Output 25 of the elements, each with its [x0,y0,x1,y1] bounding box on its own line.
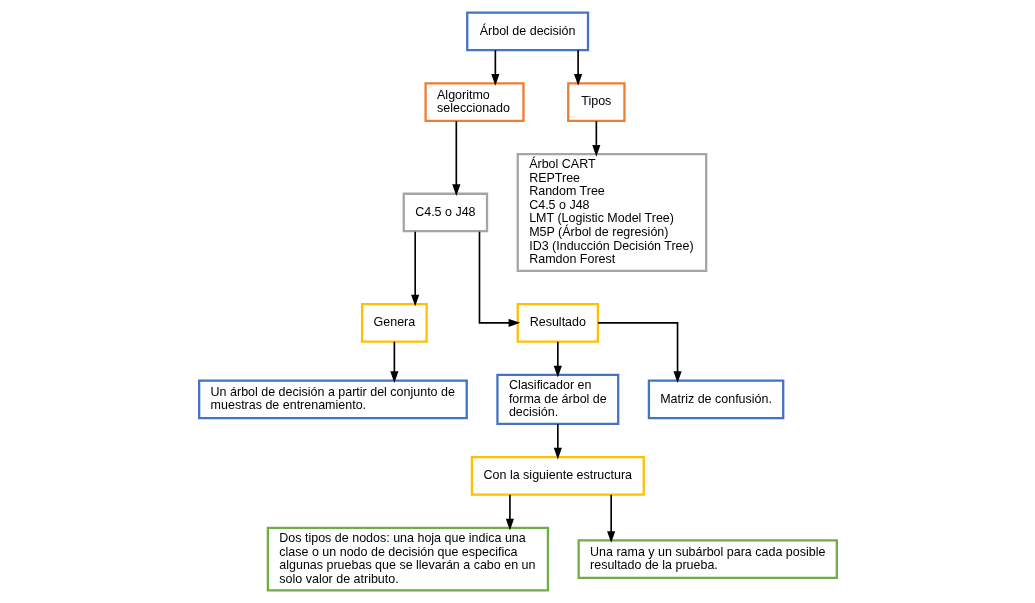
arrow [410,230,419,307]
node-box: Resultado [516,302,599,343]
node-box: Tipos [566,82,626,122]
node-box: Matriz de confusión. [647,379,784,420]
arrow [606,493,615,543]
node-box: Un árbol de decisión a partir del conjunto de muestras de entrenamiento. [197,379,468,420]
node-box: Algoritmo seleccionado [423,82,525,122]
arrow [505,493,514,531]
node-box: Árbol de decisión [465,11,589,52]
arrow [389,340,398,383]
arrow [490,49,499,86]
arrow [573,49,582,86]
node-box: Genera [360,302,428,343]
arrow [553,340,562,378]
node-box: C4.5 o J48 [402,192,488,233]
arrow [591,120,600,157]
node-box: Una rama y un subárbol para cada posible resultado de la prueba. [577,539,838,580]
node-box: Clasificador en forma de árbol de decisión. [495,373,619,425]
node-box: Árbol CART REPTree Random Tree C4.5 o J48 LMT (Logistic Model Tree) M5P (Árbol de regresión) ID3 (Inducción Decisión Tree) Ramdon Forest [516,153,707,272]
arrow [553,423,562,460]
arrow [596,322,682,383]
node-box: Con la siguiente estructura [470,456,645,496]
node-box: Dos tipos de nodos: una hoja que indica una clase o un nodo de decisión que especifica algunas pruebas que se llevarán a cabo en un solo valor de atributo. [266,526,549,592]
arrow [478,230,520,327]
arrow [451,120,460,196]
